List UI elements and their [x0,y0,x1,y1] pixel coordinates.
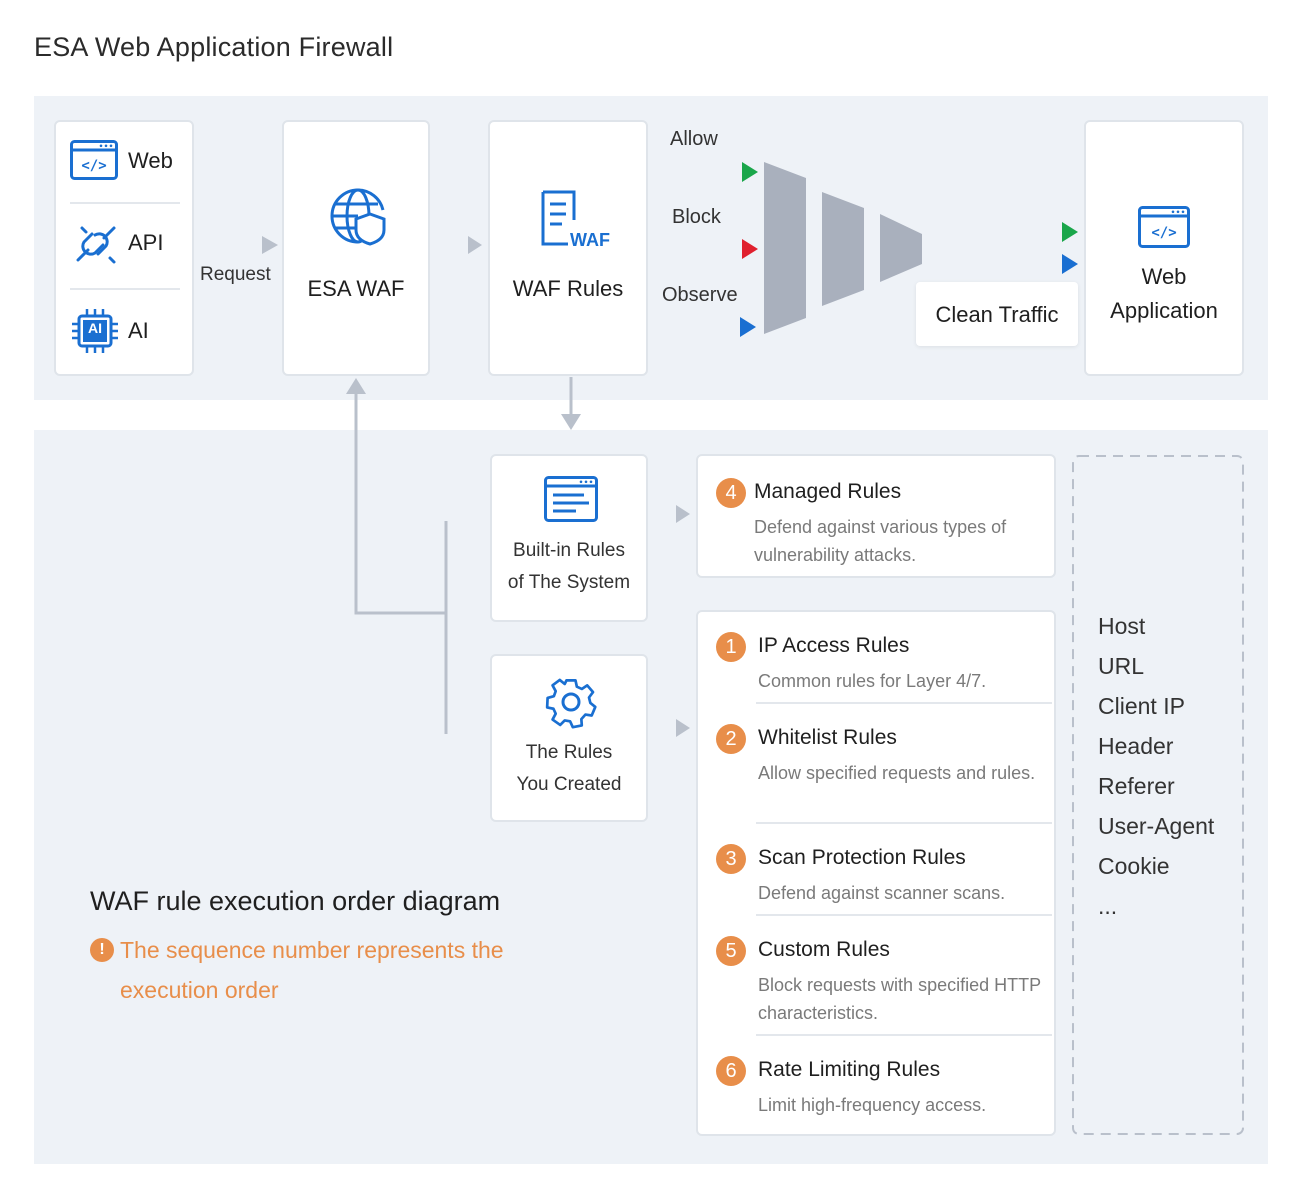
order-badge: 4 [716,478,746,508]
allow-label: Allow [670,128,718,150]
user-rules-card[interactable]: The Rules You Created [490,654,648,822]
match-fields-list: Host URL Client IP Header Referer User-A… [1098,610,1214,930]
rule-divider [756,914,1052,916]
order-badge: 5 [716,936,746,966]
request-label: Request [200,264,271,285]
match-field: Client IP [1098,693,1185,719]
observe-label: Observe [662,284,738,306]
rule-item-desc: Limit high-frequency access. [758,1095,987,1115]
rule-divider [756,702,1052,704]
order-note: The sequence number represents the execu… [120,937,504,1003]
clean-traffic-box: Clean Traffic [916,282,1078,346]
rule-item-title[interactable]: IP Access Rules [758,634,910,657]
rule-item-title[interactable]: Whitelist Rules [758,726,897,749]
block-label: Block [672,206,721,228]
match-field: Host [1098,613,1146,639]
bottom-panel [34,430,1268,1164]
builtin-rules-label-1: Built-in Rules [513,540,625,561]
order-badge: 2 [716,724,746,754]
waf-icon-text: WAF [570,230,610,250]
web-application-label-1: Web [1141,264,1187,289]
rule-item-title[interactable]: Scan Protection Rules [758,846,966,869]
clean-green-arrow [924,222,1078,242]
page-title: ESA Web Application Firewall [34,32,394,62]
web-code-icon: </> [70,140,118,180]
user-rules-label-1: The Rules [525,742,613,763]
managed-rules-desc: Defend against various types of vulnerab… [754,517,1007,565]
web-code-icon: </> [1138,206,1190,248]
feedback-loop [354,392,494,736]
svg-text:</>: </> [1151,225,1176,241]
source-divider [70,288,180,290]
feedback-arrowhead [346,378,366,394]
rule-divider [756,822,1052,824]
managed-rules-title: Managed Rules [754,480,902,503]
source-web-label: Web [128,148,173,173]
allow-arrow [648,162,758,182]
match-field: ... [1098,893,1118,919]
fields-dashed-box [1072,455,1244,1135]
match-field: URL [1098,653,1145,679]
rule-list-card: 1 IP Access Rules Common rules for Layer… [696,610,1056,1136]
web-application-card[interactable]: </> Web Application [1084,120,1244,376]
source-card: </> Web API AI AI [54,120,194,376]
waf-rules-card[interactable]: WAF WAF Rules [488,120,648,376]
builtin-rules-label-2: of The System [507,572,631,593]
source-divider [70,202,180,204]
user-rules-label-2: You Created [516,774,622,795]
ai-chip-icon-text: AI [88,320,102,336]
funnel-shape [764,162,922,334]
match-field: Header [1098,733,1174,759]
request-arrow [196,236,278,254]
waf-document-icon [541,190,576,246]
observe-arrow [650,317,756,337]
globe-shield-icon [330,188,386,246]
rule-item-desc: Block requests with specified HTTP chara… [758,975,1041,1023]
rule-item-title[interactable]: Rate Limiting Rules [758,1058,941,1081]
order-badge: 6 [716,1056,746,1086]
created-to-rules-arrow [650,719,690,737]
warning-icon: ! [90,938,114,962]
builtin-rules-card[interactable]: Built-in Rules of The System [490,454,648,622]
match-field: Cookie [1098,853,1170,879]
clean-traffic-label: Clean Traffic [935,302,1059,327]
waf-to-rules-arrow [432,236,482,254]
waf-rules-label: WAF Rules [512,276,624,301]
rule-item-desc: Allow specified requests and rules. [758,763,1036,783]
rule-divider [756,1034,1052,1036]
source-ai-label: AI [128,318,149,343]
ai-chip-icon [72,309,118,353]
esa-waf-label: ESA WAF [307,276,405,301]
esa-waf-card[interactable]: ESA WAF [282,120,430,376]
svg-text:</>: </> [81,158,106,174]
match-field: User-Agent [1098,813,1215,839]
order-badge: 3 [716,844,746,874]
rule-item-desc: Defend against scanner scans. [758,883,1006,903]
api-plug-icon [76,226,116,264]
rule-item-desc: Common rules for Layer 4/7. [758,671,987,691]
builtin-to-managed-arrow [650,505,690,523]
block-arrow [650,239,758,259]
rules-down-arrow [561,377,581,430]
order-badge: 1 [716,632,746,662]
diagram-caption: WAF rule execution order diagram [90,886,501,916]
rule-item-title[interactable]: Custom Rules [758,938,890,961]
rules-list-icon [544,476,598,522]
gear-icon [545,678,597,729]
clean-blue-arrow [924,254,1078,274]
web-application-label-2: Application [1110,298,1218,323]
match-field: Referer [1098,773,1175,799]
source-api-label: API [128,230,164,255]
managed-rules-card[interactable]: 4 Managed Rules Defend against various t… [696,454,1056,578]
